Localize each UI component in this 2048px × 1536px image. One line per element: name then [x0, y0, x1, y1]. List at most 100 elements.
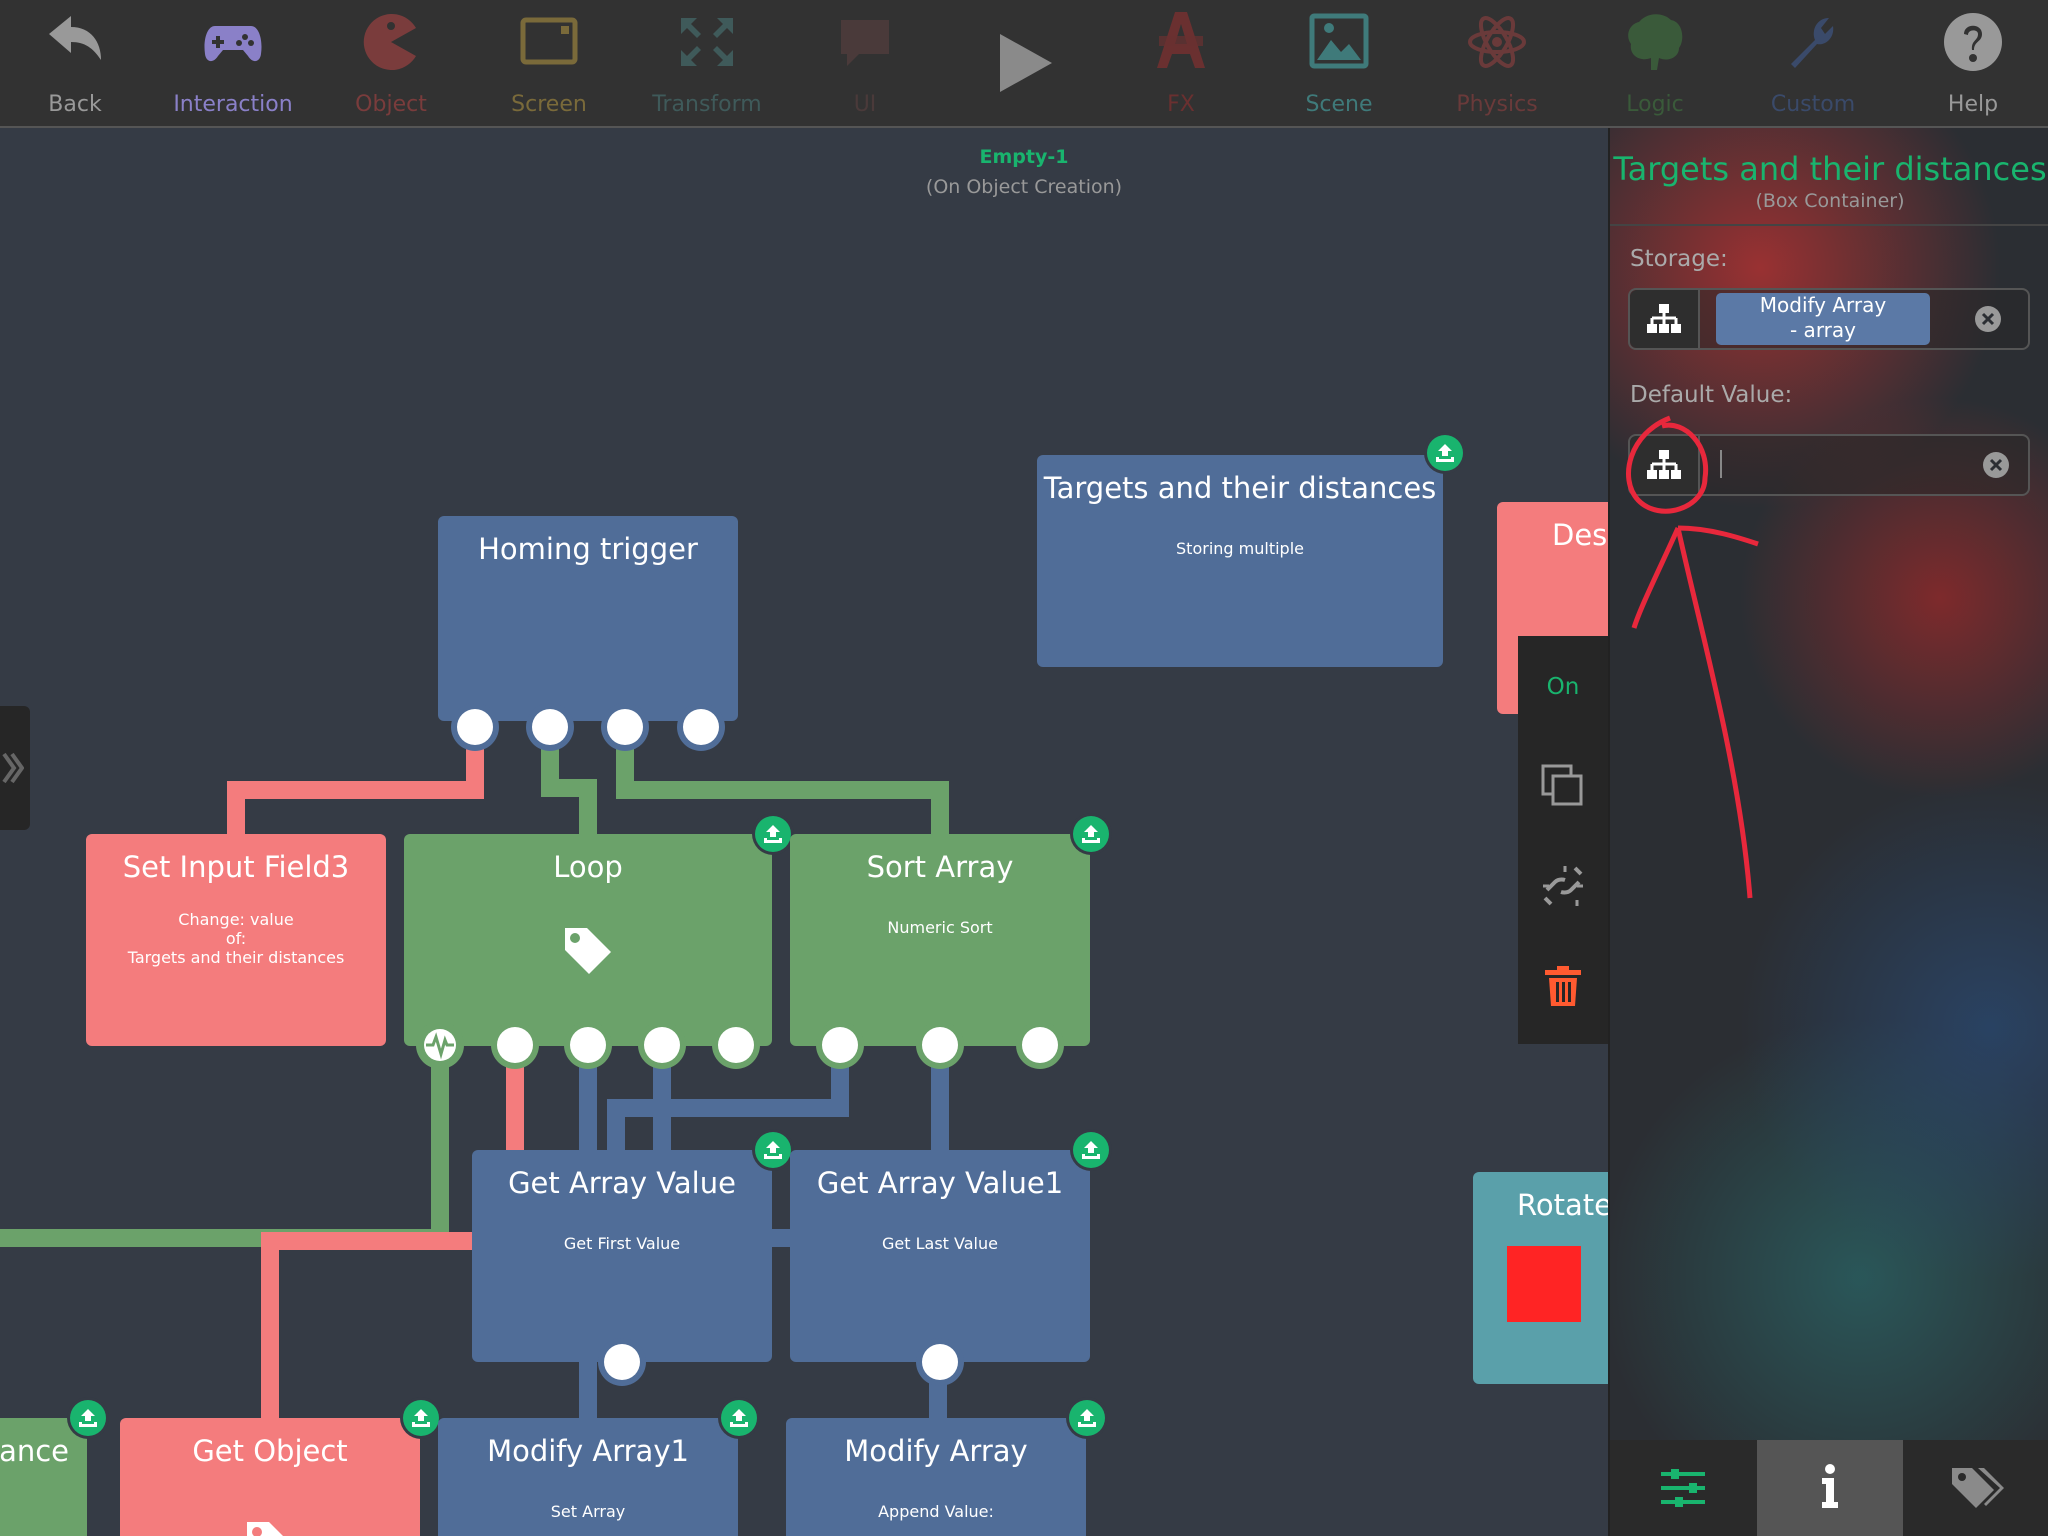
node-loop[interactable]: Loop [404, 834, 772, 1046]
event-title: Empty-1 [979, 146, 1069, 168]
hierarchy-icon[interactable] [1630, 436, 1700, 494]
toolbar-label: Physics [1456, 92, 1538, 117]
wrench-icon [1791, 18, 1834, 68]
toolbar-scene-button[interactable]: Scene [1264, 0, 1414, 126]
toolbar-interaction-button[interactable]: Interaction [158, 0, 308, 126]
back-arrow-icon [49, 16, 101, 60]
tag-icon [565, 928, 611, 974]
logic-canvas[interactable]: Empty-1 (On Object Creation) Targets and… [0, 128, 1608, 1536]
toolbar-custom-button[interactable]: Custom [1738, 0, 1888, 126]
output-port[interactable] [922, 1344, 958, 1380]
output-port[interactable] [457, 709, 493, 745]
info-icon [1822, 1464, 1838, 1508]
toolbar-help-button[interactable]: Help [1898, 0, 2048, 126]
output-port[interactable] [497, 1027, 533, 1063]
speech-bubble-icon [841, 20, 889, 66]
node-get-array-value1[interactable]: Get Array Value1 Get Last Value [790, 1150, 1090, 1362]
clear-icon[interactable] [1983, 452, 2009, 478]
output-port[interactable] [718, 1027, 754, 1063]
sliders-icon [1661, 1469, 1705, 1507]
output-port[interactable] [822, 1027, 858, 1063]
upload-badge-icon[interactable] [1073, 816, 1109, 852]
output-port[interactable] [532, 709, 568, 745]
output-port[interactable] [607, 709, 643, 745]
properties-panel: Targets and their distances (Box Contain… [1608, 128, 2048, 1536]
node-sort-array[interactable]: Sort Array Numeric Sort [790, 834, 1090, 1046]
toolbar-ui-button[interactable]: UI [790, 0, 940, 126]
toolbar-object-button[interactable]: Object [316, 0, 466, 126]
trash-icon[interactable] [1545, 966, 1581, 1006]
node-rotate-cutoff[interactable]: Rotate [1473, 1172, 1608, 1384]
toolbar-label: Object [355, 92, 427, 117]
node-get-object[interactable]: Get Object [120, 1418, 420, 1536]
clear-icon[interactable] [1975, 306, 2001, 332]
toolbar-back-button[interactable]: Back [0, 0, 150, 126]
upload-badge-icon[interactable] [755, 1132, 791, 1168]
storage-field[interactable]: Modify Array - array [1628, 288, 2030, 350]
pulse-port-icon[interactable] [422, 1027, 458, 1063]
upload-badge-icon[interactable] [403, 1400, 439, 1436]
hierarchy-icon[interactable] [1630, 290, 1700, 348]
toolbar-logic-button[interactable]: Logic [1580, 0, 1730, 126]
toolbar-transform-button[interactable]: Transform [632, 0, 782, 126]
output-port[interactable] [570, 1027, 606, 1063]
upload-badge-icon[interactable] [1069, 1400, 1105, 1436]
upload-badge-icon[interactable] [70, 1400, 106, 1436]
upload-badge-icon[interactable] [1427, 435, 1463, 471]
node-cutoff-left[interactable]: ance [0, 1418, 87, 1536]
default-value-input[interactable] [1720, 450, 1952, 478]
node-title: Get Array Value [508, 1166, 736, 1200]
node-modify-array[interactable]: Modify Array Append Value: [786, 1418, 1086, 1536]
upload-badge-icon[interactable] [721, 1400, 757, 1436]
node-targets-distances[interactable]: Targets and their distances Storing mult… [1037, 455, 1443, 667]
gamepad-icon [204, 26, 262, 62]
node-subtitle: Get Last Value [882, 1234, 998, 1253]
node-title: Modify Array [844, 1434, 1028, 1468]
toolbar-fx-button[interactable]: FX [1106, 0, 1256, 126]
tags-icon [1952, 1468, 2004, 1508]
panel-title: Targets and their distances [1613, 150, 2047, 188]
toggle-on-button[interactable]: On [1546, 674, 1580, 700]
node-homing-trigger[interactable]: Homing trigger [438, 516, 738, 721]
node-subtitle: Append Value: [878, 1502, 994, 1521]
toolbar-screen-button[interactable]: Screen [474, 0, 624, 126]
tab-tags[interactable] [1904, 1440, 2048, 1536]
toolbar-label: Transform [652, 92, 762, 117]
tag-icon [247, 1522, 283, 1536]
upload-badge-icon[interactable] [1073, 1132, 1109, 1168]
storage-label: Storage: [1630, 246, 1728, 272]
node-title: Homing trigger [478, 532, 698, 566]
left-drawer-handle[interactable] [0, 706, 30, 830]
toolbar-label: Screen [511, 92, 587, 117]
pacman-icon [363, 14, 416, 71]
play-icon[interactable] [998, 32, 1054, 94]
node-title: Targets and their distances [1043, 471, 1437, 505]
node-get-array-value[interactable]: Get Array Value Get First Value [472, 1150, 772, 1362]
help-icon [1944, 13, 2002, 71]
output-port[interactable] [644, 1027, 680, 1063]
node-set-input-field[interactable]: Set Input Field3 Change: value of: Targe… [86, 834, 386, 1046]
red-color-swatch [1507, 1246, 1581, 1322]
tab-info[interactable] [1757, 1440, 1903, 1536]
transform-icon [681, 18, 733, 66]
output-port[interactable] [683, 709, 719, 745]
default-value-field[interactable] [1628, 434, 2030, 496]
toolbar-physics-button[interactable]: Physics [1422, 0, 1572, 126]
toolbar-label: Back [48, 92, 102, 117]
brain-icon [1628, 14, 1683, 71]
upload-badge-icon[interactable] [755, 816, 791, 852]
output-port[interactable] [604, 1344, 640, 1380]
landscape-icon [1309, 13, 1369, 69]
duplicate-icon[interactable] [1541, 764, 1585, 808]
default-value-label: Default Value: [1630, 382, 1793, 408]
storage-value-chip[interactable]: Modify Array - array [1716, 293, 1930, 345]
output-port[interactable] [1022, 1027, 1058, 1063]
tab-properties[interactable] [1610, 1440, 1756, 1536]
node-modify-array1[interactable]: Modify Array1 Set Array [438, 1418, 738, 1536]
toolbar-label: Interaction [173, 92, 293, 117]
annotation-circle-arrow [1626, 415, 1759, 899]
unlink-icon[interactable] [1541, 864, 1585, 908]
node-subtitle: Get First Value [563, 1234, 681, 1253]
output-port[interactable] [922, 1027, 958, 1063]
node-title: Set Input Field3 [122, 850, 350, 884]
